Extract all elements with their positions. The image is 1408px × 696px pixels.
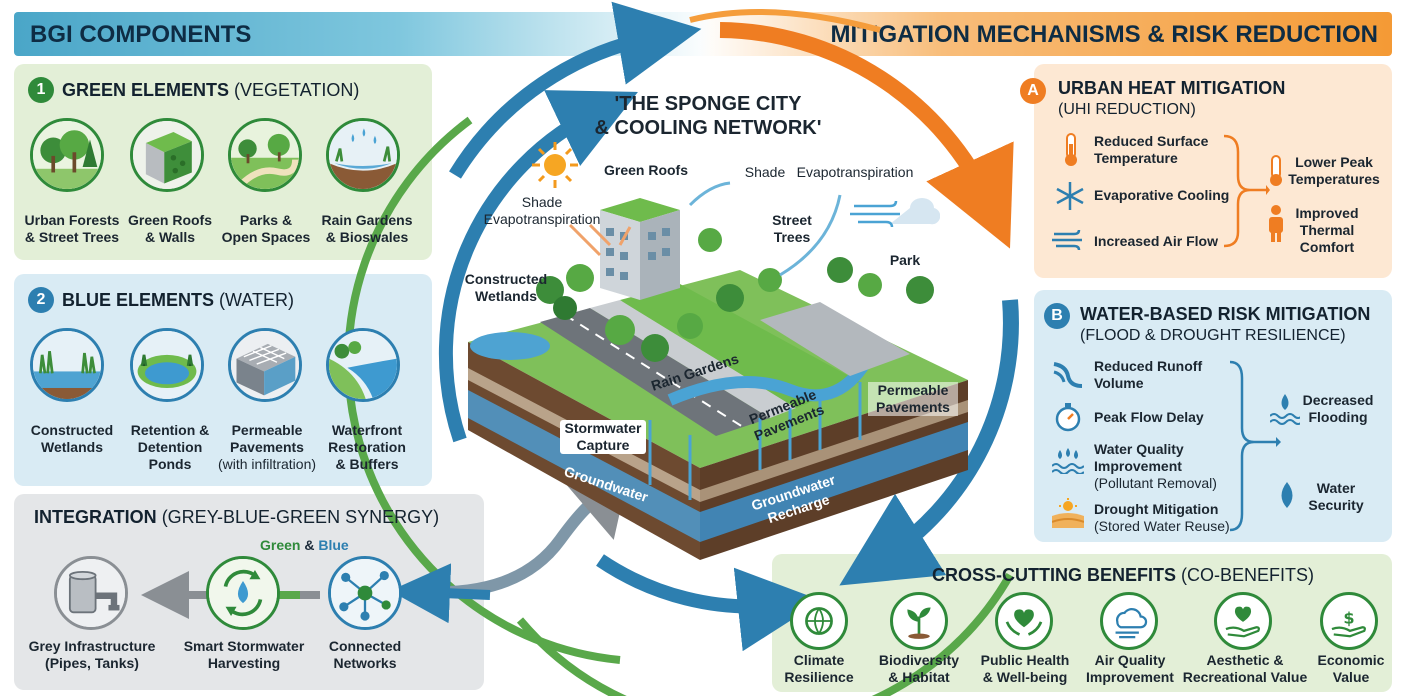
green-roofs-label: Green Roofs& Walls [127, 212, 212, 245]
economic-value-icon: $ [1320, 592, 1378, 650]
biodiversity-label: Biodiversity& Habitat [878, 652, 960, 685]
water-bracket [1229, 360, 1281, 532]
mitigation-header: MITIGATION MECHANISMS & RISK REDUCTION [700, 12, 1392, 56]
thermometer-icon [1065, 133, 1077, 166]
water-drop-icon [1281, 482, 1293, 508]
svg-text:$: $ [1343, 609, 1354, 628]
urban-forests-label: Urban Forests& Street Trees [24, 212, 120, 245]
blue-elements-heading: BLUE ELEMENTS (WATER) [62, 290, 295, 310]
blue-badge: 2 [28, 287, 54, 313]
evaporative-cooling-label: Evaporative Cooling [1094, 187, 1230, 203]
heat-subtitle: (UHI REDUCTION) [1058, 101, 1196, 118]
increased-air-flow-label: Increased Air Flow [1094, 233, 1218, 249]
parks-label: Parks &Open Spaces [221, 212, 311, 245]
heat-title: URBAN HEAT MITIGATION [1058, 78, 1286, 98]
wind-icon [850, 198, 940, 228]
flood-icon [1270, 394, 1300, 425]
mitigation-title: MITIGATION MECHANISMS & RISK REDUCTION [830, 21, 1378, 48]
cross-cutting-heading: CROSS-CUTTING BENEFITS (CO-BENEFITS) [932, 565, 1315, 585]
green-badge: 1 [28, 77, 54, 103]
evapotranspiration-right-label: Evapotranspiration [796, 164, 914, 180]
heat-badge: A [1020, 78, 1046, 104]
stormwater-harvesting-icon [206, 556, 280, 630]
evapotranspiration-left-label: Evapotranspiration [483, 211, 601, 227]
biodiversity-icon [890, 592, 948, 650]
drought-mitigation-label: Drought Mitigation(Stored Water Reuse) [1094, 501, 1230, 534]
public-health-icon [995, 592, 1053, 650]
green-elements-heading: GREEN ELEMENTS (VEGETATION) [62, 80, 360, 100]
evapotranspiration-arrows [568, 181, 842, 277]
sponge-city-illustration [468, 198, 968, 560]
peak-flow-delay-label: Peak Flow Delay [1094, 409, 1204, 425]
aesthetic-value-icon [1214, 592, 1272, 650]
bgi-components-header: BGI COMPONENTS [14, 12, 714, 56]
park-icon [228, 118, 302, 192]
integration-heading: INTEGRATION (GREY-BLUE-GREEN SYNERGY) [34, 507, 440, 527]
water-subtitle: (FLOOD & DROUGHT RESILIENCE) [1080, 327, 1346, 344]
rain-garden-icon [326, 118, 400, 192]
water-title: WATER-BASED RISK MITIGATION [1080, 304, 1371, 324]
public-health-label: Public Health& Well-being [980, 652, 1070, 685]
waterfront-icon [326, 328, 400, 402]
aesthetic-value-label: Aesthetic &Recreational Value [1182, 652, 1308, 685]
climate-resilience-icon [790, 592, 848, 650]
retention-pond-icon [130, 328, 204, 402]
bgi-components-title: BGI COMPONENTS [30, 21, 252, 48]
air-flow-icon [1052, 229, 1082, 251]
permeable-pavement-icon [228, 328, 302, 402]
heat-mitigation-panel [1034, 64, 1392, 278]
green-roofs-center-label: Green Roofs [603, 162, 688, 178]
grey-infrastructure-icon [54, 556, 128, 630]
heat-bracket [1223, 134, 1270, 248]
grey-infrastructure-label: Grey Infrastructure(Pipes, Tanks) [28, 638, 156, 671]
water-badge: B [1044, 303, 1070, 329]
park-center-label: Park [889, 252, 921, 268]
rain-gardens-label: Rain Gardens& Bioswales [321, 212, 413, 245]
thermometer-small-icon [1270, 155, 1282, 186]
air-quality-icon [1100, 592, 1158, 650]
shade-left-label: Shade [521, 194, 563, 210]
water-quality-icon [1052, 448, 1084, 474]
shade-right-label: Shade [744, 164, 786, 180]
urban-forest-icon [30, 118, 104, 192]
snowflake-icon [1056, 182, 1084, 210]
stopwatch-icon [1055, 403, 1081, 432]
wetland-icon [30, 328, 104, 402]
person-icon [1269, 205, 1283, 242]
green-roof-icon [130, 118, 204, 192]
sponge-city-title: 'THE SPONGE CITY& COOLING NETWORK' [594, 93, 822, 139]
connected-networks-icon [328, 556, 402, 630]
drought-icon [1052, 498, 1084, 528]
sun-icon [532, 142, 578, 188]
water-mitigation-panel [1034, 290, 1392, 542]
runoff-icon [1053, 362, 1083, 388]
green-blue-label: Green & Blue [260, 537, 349, 553]
